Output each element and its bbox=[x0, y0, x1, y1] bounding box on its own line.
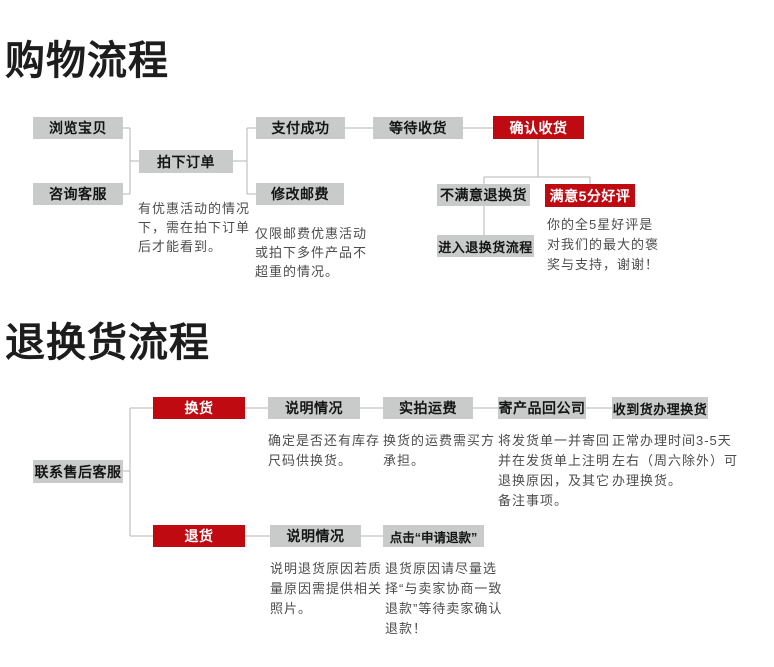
step-browse-item: 浏览宝贝 bbox=[33, 117, 123, 139]
step-refund-explain: 说明情况 bbox=[270, 525, 361, 547]
step-receive-handle-exchange: 收到货办理换货 bbox=[612, 397, 708, 419]
note-stock-check: 确定是否还有库存尺码供换货。 bbox=[268, 433, 381, 468]
step-return-refund: 退货 bbox=[153, 525, 245, 547]
step-enter-return-flow: 进入退换货流程 bbox=[437, 235, 534, 257]
step-pay-success: 支付成功 bbox=[256, 117, 345, 139]
step-await-delivery: 等待收货 bbox=[373, 117, 463, 139]
step-send-product-back: 寄产品回公司 bbox=[498, 397, 586, 419]
step-exchange: 换货 bbox=[153, 397, 245, 419]
step-consult-service: 咨询客服 bbox=[33, 183, 123, 205]
step-contact-after-sales: 联系售后客服 bbox=[33, 460, 123, 483]
step-exchange-explain: 说明情况 bbox=[268, 397, 360, 419]
note-postage-limit: 仅限邮费优惠活动或拍下多件产品不超重的情况。 bbox=[255, 226, 368, 279]
step-modify-postage: 修改邮费 bbox=[256, 183, 344, 205]
step-satisfied-praise: 满意5分好评 bbox=[545, 184, 635, 207]
shopping-flow-title: 购物流程 bbox=[5, 39, 169, 83]
step-confirm-receipt: 确认收货 bbox=[493, 116, 584, 139]
note-five-star-praise: 你的全5星好评是对我们的最大的褒奖与支持，谢谢！ bbox=[547, 217, 660, 272]
step-actual-shipping-fee: 实拍运费 bbox=[383, 397, 473, 419]
note-shipping-buyer: 换货的运费需买方承担。 bbox=[383, 433, 496, 468]
note-sendback-detail: 将发货单一并寄回并在发货单上注明退换原因，及其它备注事项。 bbox=[498, 433, 611, 508]
note-handle-time: 正常办理时间3-5天左右（周六除外）可办理换货。 bbox=[612, 433, 739, 488]
note-discount-activity: 有优惠活动的情况下，需在拍下订单后才能看到。 bbox=[138, 201, 251, 254]
step-unsatisfied-return: 不满意退换货 bbox=[437, 184, 530, 206]
step-place-order: 拍下订单 bbox=[139, 150, 233, 173]
step-click-apply-refund: 点击“申请退款” bbox=[383, 525, 484, 547]
note-refund-choose: 退货原因请尽量选择“与卖家协商一致退款”等待卖家确认退款！ bbox=[385, 561, 503, 636]
note-refund-reason: 说明退货原因若质量原因需提供相关照片。 bbox=[270, 561, 383, 616]
returns-flow-title: 退换货流程 bbox=[5, 321, 210, 365]
